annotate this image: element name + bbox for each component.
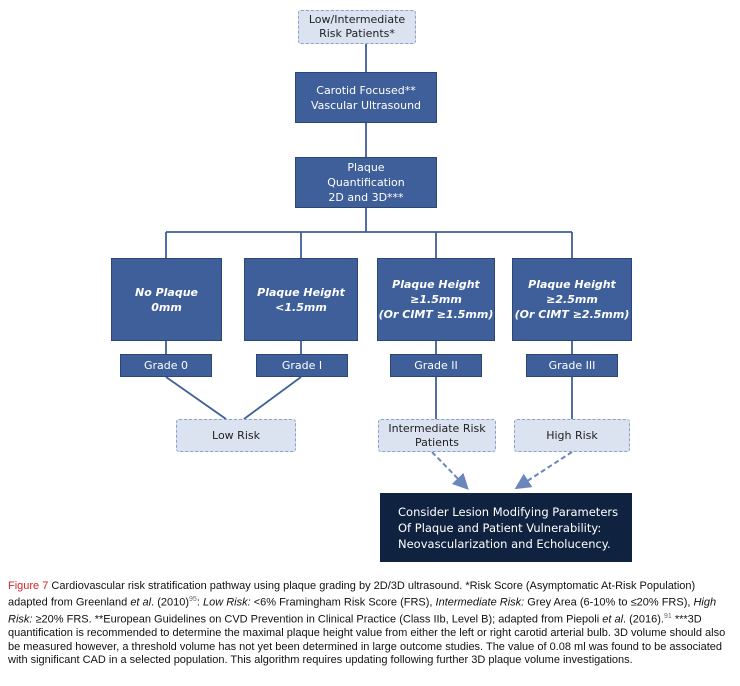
caption-text: . (2016). [623,613,664,626]
caption-italic: High Risk: [8,596,717,626]
caption-italic: et al [602,613,624,626]
box-label: High Risk [546,428,598,442]
flowchart: Low/Intermediate Risk Patients* Carotid … [111,10,632,562]
connector-grade0-low [165,376,227,420]
box-plaque-quantification: Plaque Quantification 2D and 3D*** [295,157,437,208]
figure-label: Figure 7 [8,580,49,592]
connectors [165,44,573,490]
box-plaque-height-lt-1-5: Plaque Height <1.5mm [244,258,358,341]
reference-superscript: 95 [189,596,197,604]
box-label: Grade I [281,359,323,372]
box-intermediate-risk: Intermediate Risk Patients [378,419,496,452]
box-grade-3: Grade III [526,354,618,377]
arrow-high-consider [514,451,573,490]
box-label: Plaque Height ≥2.5mm (Or CIMT ≥2.5mm) [514,278,630,321]
caption-italic: Intermediate Risk: [435,596,525,609]
caption-italic: et al [130,596,152,609]
box-label: No Plaque 0mm [134,285,198,314]
box-grade-2: Grade II [390,354,482,377]
reference-superscript: 91 [663,613,672,621]
box-low-risk: Low Risk [176,419,296,452]
box-label: Plaque Height ≥1.5mm (Or CIMT ≥1.5mm) [378,278,494,321]
box-consider-lesion-parameters: Consider Lesion Modifying Parameters Of … [380,493,632,562]
box-label: Grade II [414,359,458,372]
caption-text: ≥20% FRS. **European Guidelines on CVD P… [32,613,603,626]
box-grade-0: Grade 0 [120,354,212,377]
box-carotid-ultrasound: Carotid Focused** Vascular Ultrasound [295,72,437,123]
caption-text: Grey Area (6-10% to ≤20% FRS), [524,596,694,609]
box-low-intermediate-risk-patients: Low/Intermediate Risk Patients* [298,10,416,44]
caption-italic: Low Risk: [202,596,251,609]
connector-grade1-low [243,376,302,420]
box-label: Consider Lesion Modifying Parameters Of … [398,504,619,551]
caption-text: : [196,596,203,609]
box-label: Low Risk [212,428,260,442]
caption-text: . (2010) [151,596,190,609]
box-high-risk: High Risk [514,419,630,452]
figure-caption: Figure 7 Cardiovascular risk stratificat… [8,580,732,667]
box-label: Plaque Quantification 2D and 3D*** [327,161,405,204]
caption-text: Cardiovascular risk stratification pathw… [8,580,696,609]
arrow-inter-consider [431,451,469,490]
box-no-plaque: No Plaque 0mm [111,258,222,341]
box-label: Grade 0 [143,359,189,372]
caption-text: ***3D quantification is recommended to d… [8,613,726,666]
box-label: Plaque Height <1.5mm [257,285,345,314]
box-label: Low/Intermediate Risk Patients* [308,13,406,40]
box-label: Carotid Focused** Vascular Ultrasound [310,83,422,112]
box-plaque-height-ge-2-5: Plaque Height ≥2.5mm (Or CIMT ≥2.5mm) [512,258,632,341]
caption-text: <6% Framingham Risk Score (FRS), [250,596,436,609]
box-label: Intermediate Risk Patients [388,421,486,449]
box-grade-1: Grade I [256,354,348,377]
box-label: Grade III [548,359,596,372]
box-plaque-height-ge-1-5: Plaque Height ≥1.5mm (Or CIMT ≥1.5mm) [377,258,495,341]
